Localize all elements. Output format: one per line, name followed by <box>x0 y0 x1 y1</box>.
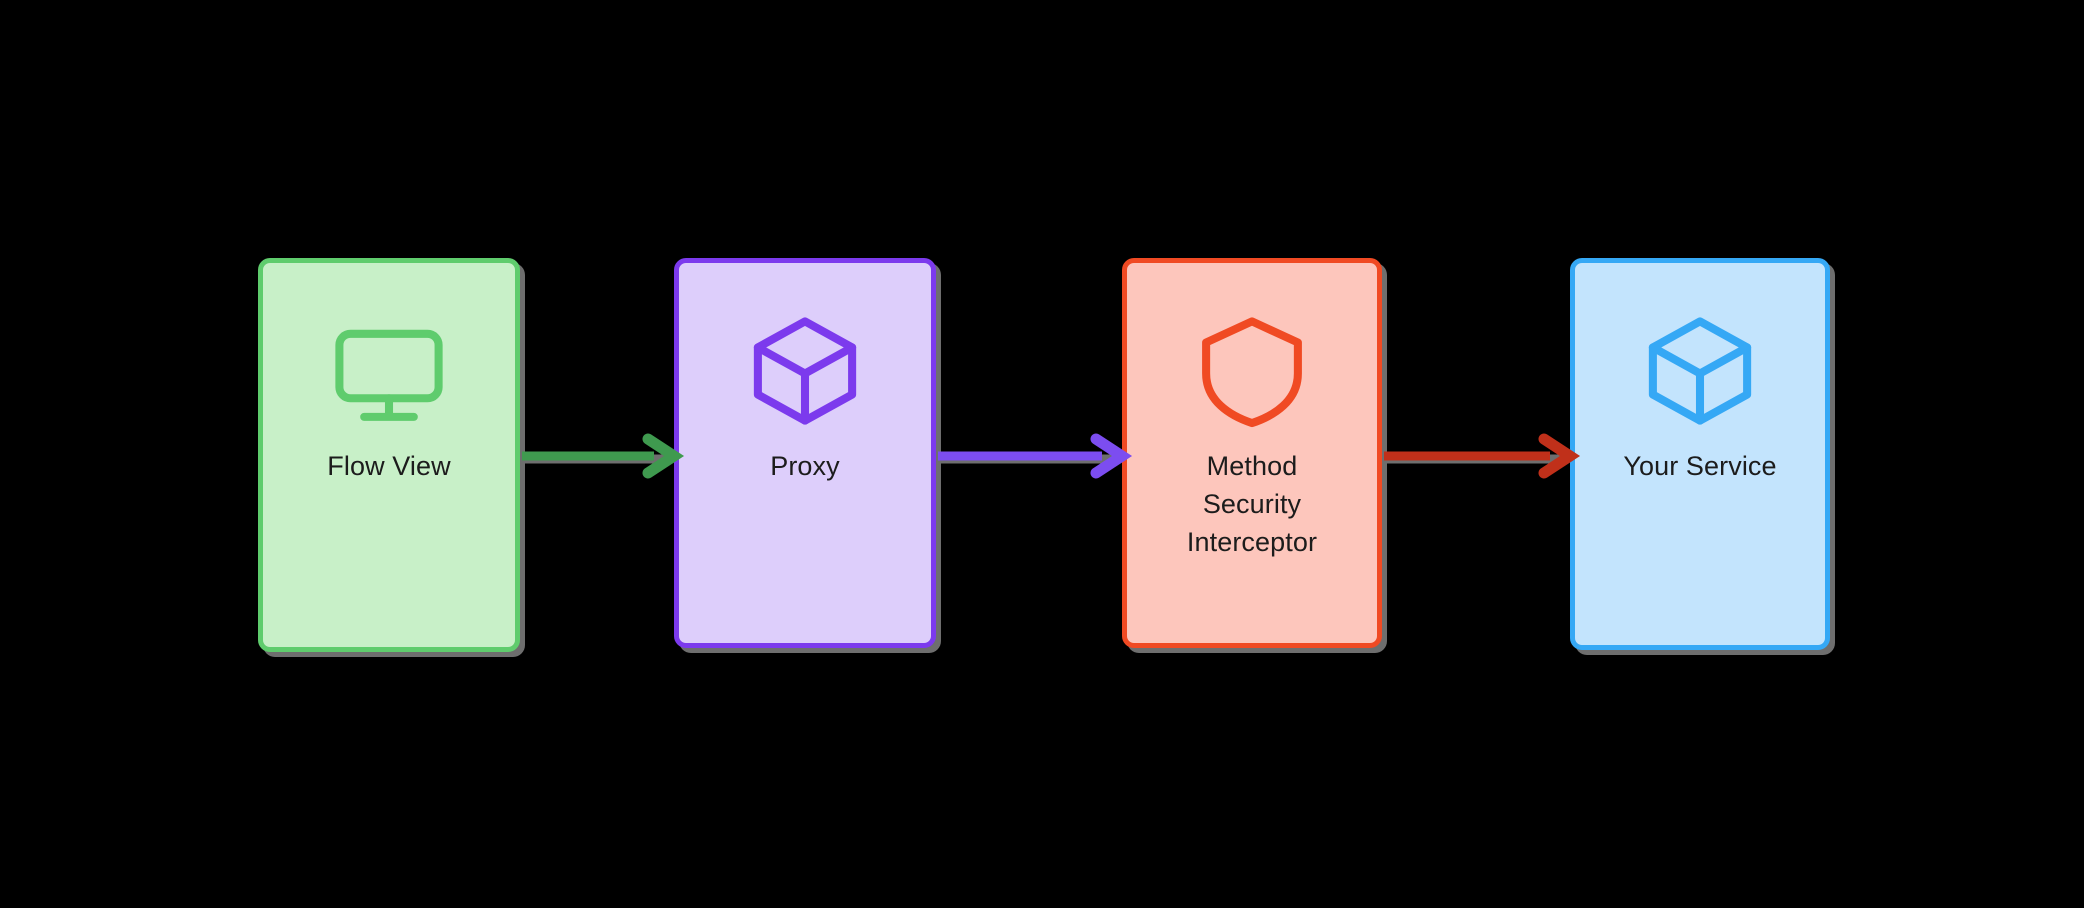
arrow-flow-view-to-proxy <box>522 433 685 479</box>
monitor-icon <box>335 329 443 421</box>
node-your-service[interactable]: Your Service <box>1570 258 1830 650</box>
arrow-head <box>1538 433 1581 479</box>
node-proxy[interactable]: Proxy <box>674 258 936 648</box>
node-content: Flow View <box>263 263 515 647</box>
node-flow-view[interactable]: Flow View <box>258 258 520 652</box>
cube-icon <box>1648 317 1752 425</box>
cube-icon <box>753 317 857 425</box>
shield-icon <box>1202 317 1302 428</box>
arrow-proxy-to-interceptor <box>938 433 1133 479</box>
arrow-interceptor-to-service <box>1384 433 1581 479</box>
node-content: Method Security Interceptor <box>1127 263 1377 643</box>
arrow-head <box>642 433 685 479</box>
node-content: Proxy <box>679 263 931 643</box>
arrow-head <box>1090 433 1133 479</box>
node-label-flow-view: Flow View <box>327 451 451 481</box>
node-method-security-interceptor[interactable]: Method Security Interceptor <box>1122 258 1382 648</box>
node-label-method-security-interceptor: Method Security Interceptor <box>1186 451 1318 557</box>
node-label-proxy: Proxy <box>770 451 840 481</box>
node-label-your-service: Your Service <box>1623 451 1777 481</box>
node-content: Your Service <box>1575 263 1825 645</box>
